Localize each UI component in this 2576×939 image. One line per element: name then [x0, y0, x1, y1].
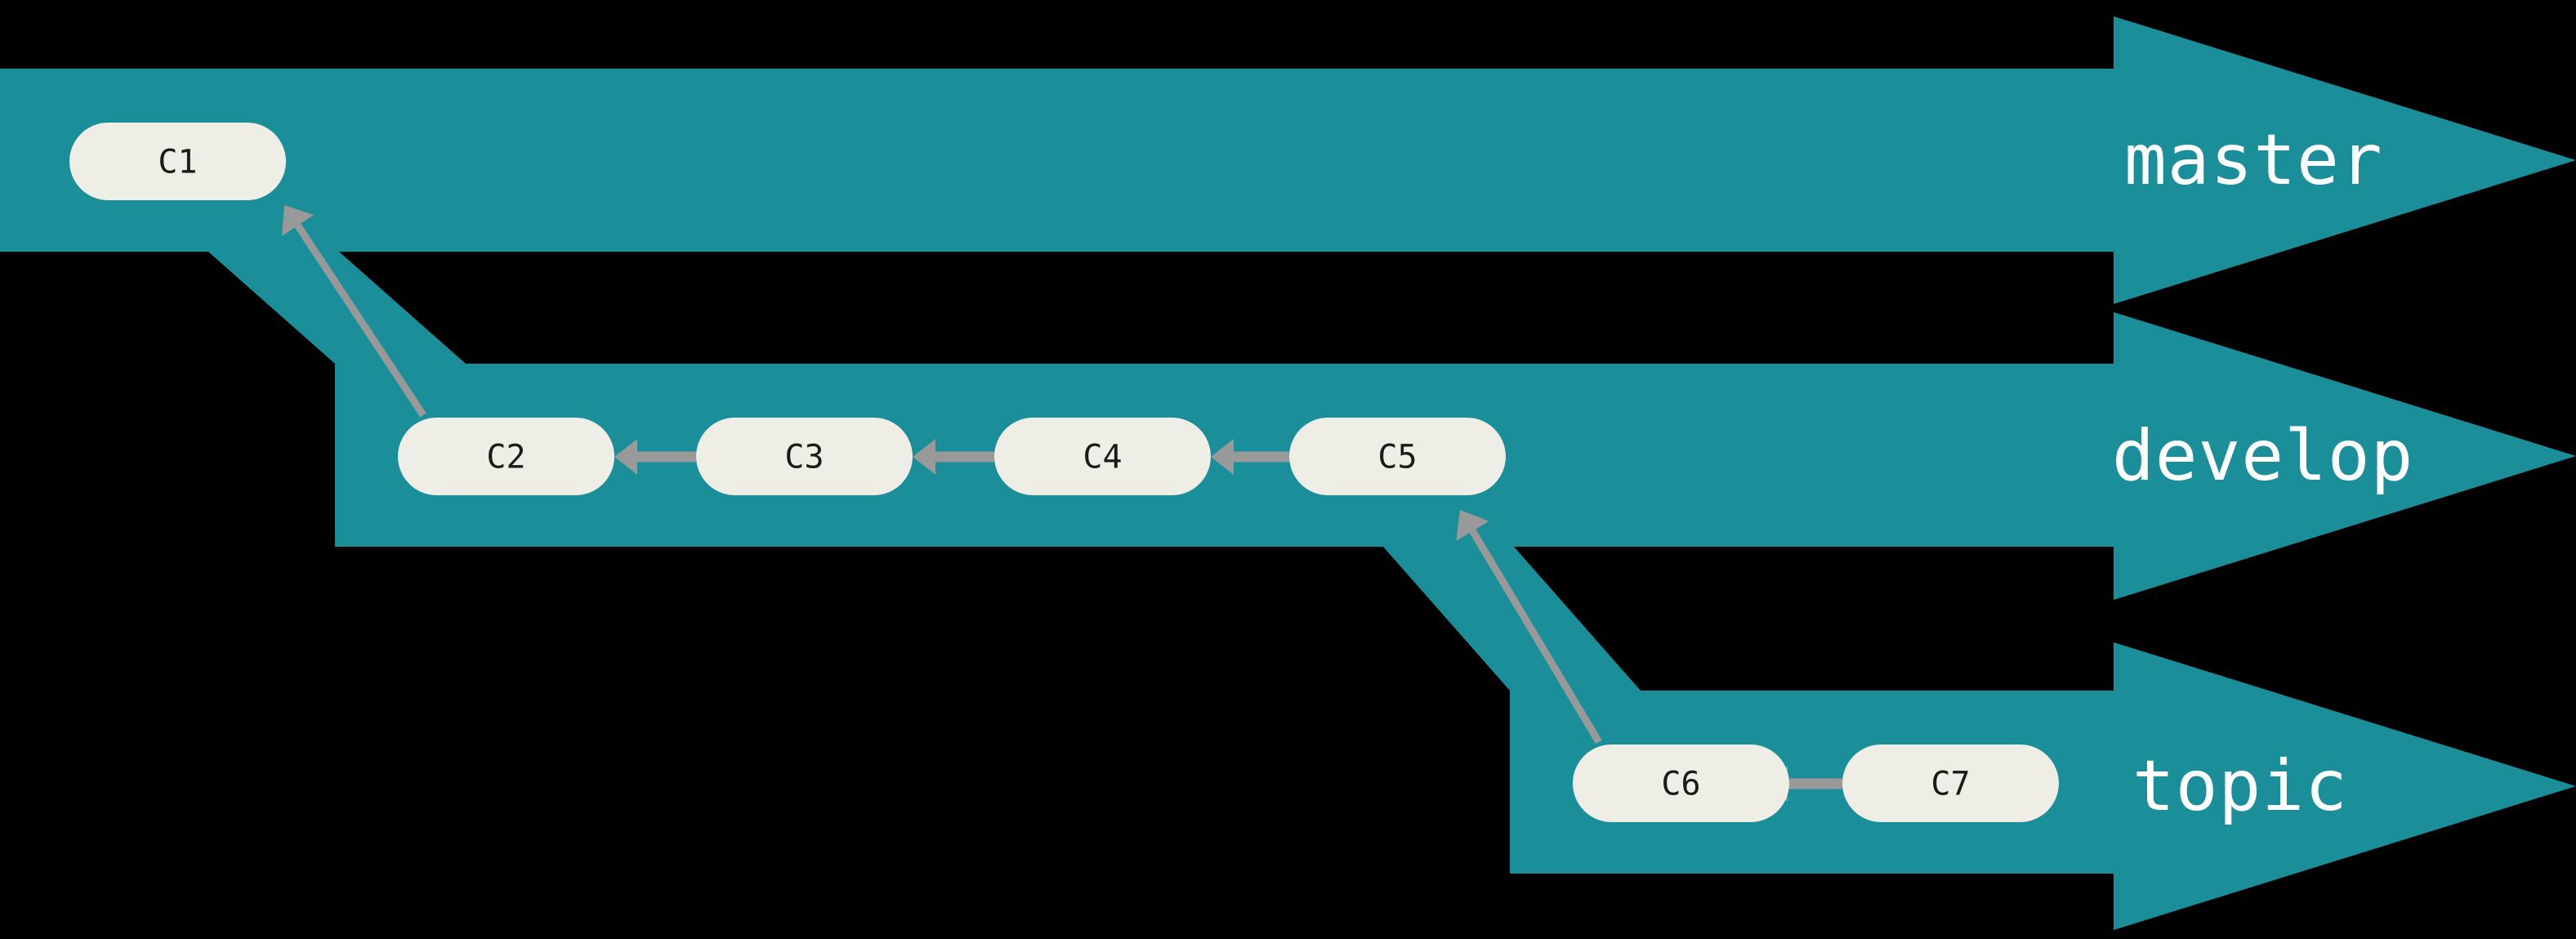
branch-connector-develop-to-topic: [1383, 547, 1641, 691]
branch-connector-master-to-develop: [208, 252, 466, 364]
commit-node-C3[interactable]: C3: [696, 418, 913, 495]
commit-node-shape: [398, 418, 614, 495]
commit-label: C5: [1377, 439, 1417, 476]
commit-label: C7: [1931, 766, 1970, 803]
commit-node-C5[interactable]: C5: [1289, 418, 1506, 495]
commit-node-C7[interactable]: C7: [1842, 744, 2059, 822]
branch-labels-layer: master develop topic: [2112, 119, 2413, 827]
edge-shaft: [294, 223, 426, 418]
commit-node-C4[interactable]: C4: [994, 418, 1211, 495]
commit-label: C1: [158, 144, 197, 181]
commit-label: C6: [1661, 766, 1700, 803]
edge-arrowhead-icon: [913, 439, 935, 475]
commit-edge-C3-to-C2: [614, 439, 696, 475]
commit-node-shape: [1573, 744, 1789, 822]
commit-node-shape: [696, 418, 913, 495]
commit-edge-C5-to-C4: [1211, 439, 1289, 475]
commit-node-shape: [1842, 744, 2059, 822]
branch-connectors-layer: [208, 252, 1641, 691]
commit-node-C1[interactable]: C1: [69, 123, 286, 200]
edge-arrowhead-icon: [1211, 439, 1234, 475]
branch-label-develop: develop: [2112, 415, 2413, 497]
commit-node-C2[interactable]: C2: [398, 418, 614, 495]
commit-edge-C6-to-C5: [1456, 510, 1602, 744]
edge-arrowhead-icon: [282, 205, 315, 236]
edge-shaft: [1469, 529, 1602, 744]
commit-node-shape: [994, 418, 1211, 495]
branch-band-master[interactable]: [0, 16, 2576, 304]
commit-edges-layer: [282, 205, 1842, 802]
branch-label-topic: topic: [2132, 745, 2348, 827]
edge-arrowhead-icon: [1456, 510, 1489, 541]
commit-node-C6[interactable]: C6: [1573, 744, 1789, 822]
commit-node-shape: [69, 123, 286, 200]
commit-edge-C2-to-C1: [282, 205, 426, 418]
commit-node-shape: [1289, 418, 1506, 495]
edge-arrowhead-icon: [614, 439, 637, 475]
commit-label: C4: [1083, 439, 1122, 476]
commit-label: C2: [486, 439, 525, 476]
commit-label: C3: [784, 439, 824, 476]
commit-edge-C4-to-C3: [913, 439, 994, 475]
branch-label-master: master: [2124, 119, 2383, 201]
